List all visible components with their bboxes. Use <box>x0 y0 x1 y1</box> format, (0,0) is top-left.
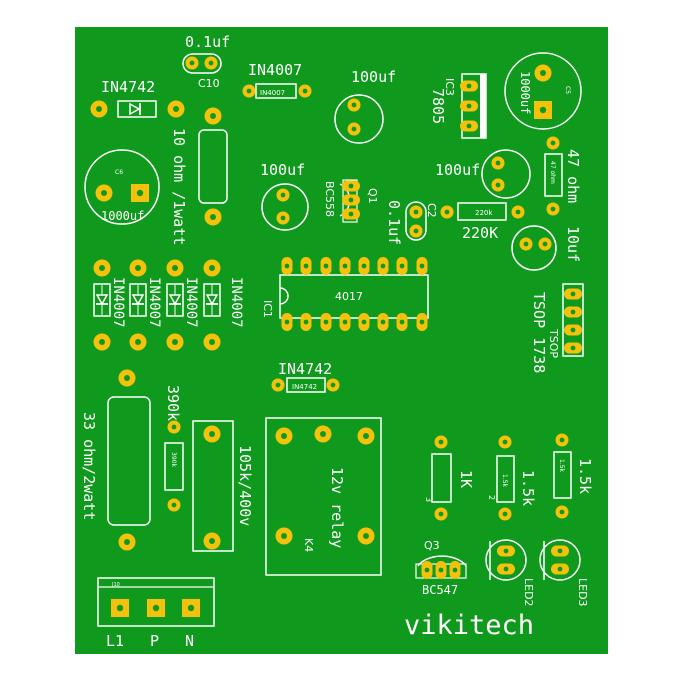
q1-value-label: BC558 <box>323 181 336 217</box>
transistor-q3-bc547: Q3 BC547 <box>415 539 467 597</box>
resistor-1k: 3 1K <box>424 435 475 521</box>
bridge-d4-label: IN4007 <box>228 277 244 328</box>
d-zener2-body-label: IN4742 <box>292 383 317 391</box>
r-47ohm-body-label: 47 ohm <box>549 161 556 184</box>
c-1000uf-right-ref-label: C5 <box>564 86 571 94</box>
board-substrate <box>75 27 608 654</box>
r-220k-body-label: 220k <box>475 209 493 217</box>
r-390k-value-label: 390k <box>164 385 182 421</box>
r-1k-ref-label: 3 <box>424 497 433 502</box>
d-zener2-value-label: IN4742 <box>278 360 332 378</box>
r-15k-b-value-label: 1.5k <box>576 458 594 494</box>
r-15k-b-body-label: 1.5k <box>558 459 565 473</box>
c-1000uf-left-value-label: 1000uf <box>101 209 144 223</box>
brand-wordmark: vikitech <box>404 610 534 641</box>
zener-in4742-top: IN4742 <box>90 78 185 118</box>
terminal-l1-label: L1 <box>106 632 124 650</box>
c-1000uf-left-ref-label: C6 <box>115 169 123 176</box>
capacitor-105k-400v: 105k/400v <box>192 420 254 552</box>
relay-value-label: 12v relay <box>328 467 346 548</box>
relay-ref-label: K4 <box>302 538 315 552</box>
led2-ref-label: LED2 <box>522 578 535 607</box>
bridge-diode-4: IN4007 <box>203 259 244 351</box>
capacitor-c2: 0.1uf C2 <box>385 200 438 245</box>
ir-receiver-tsop1738: TSOP 1738 TSOP <box>530 283 584 373</box>
terminal-n-label: N <box>185 632 194 650</box>
capacitor-100uf-top: 100uf <box>334 68 396 144</box>
r-1k-value-label: 1K <box>457 470 475 488</box>
c2-value-label: 0.1uf <box>385 200 403 245</box>
ic3-ref-label: IC3 <box>443 78 456 96</box>
resistor-390k: 390k 390k <box>164 385 184 512</box>
r-33ohm-value-label: 33 ohm/2watt <box>80 412 98 520</box>
d-top-value-label: IN4007 <box>248 61 302 79</box>
relay-12v-k4: 12v relay K4 <box>265 417 382 576</box>
terminal-block-j10: J10 L1 P N <box>97 577 215 650</box>
ic3-value-label: 7805 <box>429 88 447 124</box>
r-47ohm-value-label: 47 ohm <box>564 149 582 203</box>
q1-ref-label: Q1 <box>366 188 379 204</box>
ic1-4017: 4017 IC1 <box>261 257 429 331</box>
c-100uf-top-value-label: 100uf <box>351 68 396 86</box>
capacitor-100uf-right: 100uf <box>435 149 531 199</box>
resistor-1-5k-a: 1.5k 2 1.5k <box>487 435 537 521</box>
terminal-p-label: P <box>150 632 159 650</box>
capacitor-c10: 0.1uf C10 <box>182 33 230 90</box>
bridge-diode-3: IN4007 <box>166 259 199 351</box>
tsop-ref-label: TSOP <box>547 328 560 358</box>
terminal-ref-label: J10 <box>111 582 120 588</box>
led2: LED2 <box>485 539 535 607</box>
capacitor-100uf-mid: 100uf <box>260 161 309 231</box>
bridge-d3-label: IN4007 <box>183 277 199 328</box>
c-1000uf-right-value-label: 1000uf <box>518 71 532 114</box>
led3: LED3 <box>539 539 589 607</box>
led3-ref-label: LED3 <box>576 578 589 607</box>
resistor-33ohm: 33 ohm/2watt <box>80 369 151 551</box>
resistor-10ohm: 10 ohm /1watt <box>170 107 228 245</box>
ic1-value-label: 4017 <box>335 290 363 303</box>
diode-in4007-top: IN4007 IN4007 <box>242 61 312 99</box>
bridge-d2-label: IN4007 <box>146 277 162 328</box>
c-100uf-right-value-label: 100uf <box>435 161 480 179</box>
d-top-body-label: IN4007 <box>260 89 285 97</box>
zener-in4742-mid: IN4742 IN4742 <box>271 360 340 393</box>
regulator-ic3-7805: IC3 7805 <box>429 73 487 139</box>
c-100uf-mid-value-label: 100uf <box>260 161 305 179</box>
c-105k-value-label: 105k/400v <box>236 445 254 526</box>
q3-ref-label: Q3 <box>424 539 440 552</box>
bridge-d1-label: IN4007 <box>110 277 126 328</box>
capacitor-10uf: 10uf <box>511 225 582 271</box>
ic1-ref-label: IC1 <box>261 300 274 318</box>
c10-value-label: 0.1uf <box>185 33 230 51</box>
bridge-diode-1: IN4007 <box>93 259 126 351</box>
capacitor-c6-1000uf: C6 1000uf <box>84 149 160 225</box>
r-220k-value-label: 220K <box>462 224 498 242</box>
r-15k-a-body-label: 1.5k <box>501 474 508 488</box>
transistor-q1-bc558: BC558 Q1 <box>323 179 379 223</box>
d-zener-value-label: IN4742 <box>101 78 155 96</box>
r-15k-a-value-label: 1.5k <box>519 470 537 506</box>
r-390k-body-label: 390k <box>170 452 177 467</box>
c2-ref-label: C2 <box>425 203 438 218</box>
c10-ref-label: C10 <box>198 77 220 90</box>
tsop-value-label: TSOP 1738 <box>530 292 548 373</box>
r-10ohm-value-label: 10 ohm /1watt <box>170 128 188 245</box>
resistor-47ohm: 47 ohm 47 ohm <box>544 136 582 216</box>
resistor-220k: 220k 220K <box>440 202 525 242</box>
c-10uf-value-label: 10uf <box>564 226 582 262</box>
bridge-diode-2: IN4007 <box>129 259 162 351</box>
resistor-1-5k-b: 1.5k 1.5k <box>553 433 594 519</box>
r-15k-a-ref-label: 2 <box>487 495 496 500</box>
capacitor-c5-1000uf: C5 1000uf <box>504 52 582 130</box>
q3-value-label: BC547 <box>422 583 458 597</box>
